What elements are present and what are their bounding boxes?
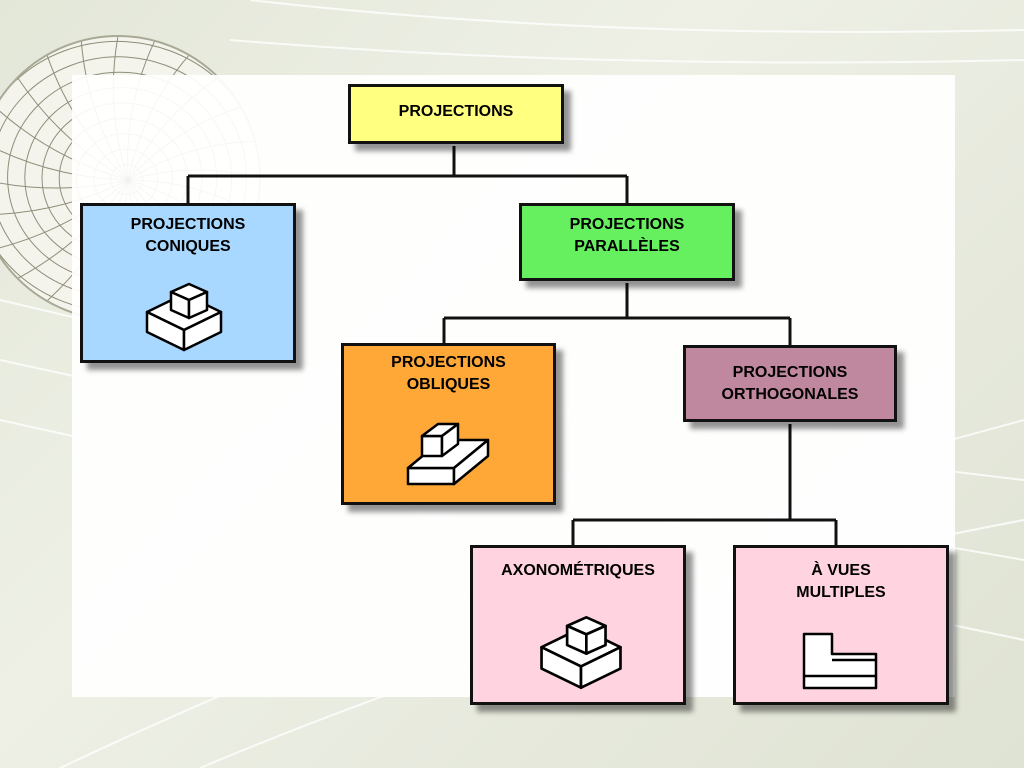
node-paralleles-label: PROJECTIONS PARALLÈLES (569, 216, 685, 255)
oblique-block-icon (406, 422, 490, 486)
node-projections-orthogonales: PROJECTIONS ORTHOGONALES (683, 345, 897, 422)
node-projections-coniques: PROJECTIONS CONIQUES (80, 203, 296, 363)
connector-root-to-level1 (186, 146, 629, 203)
connector-orthogonales-to-level3 (571, 424, 838, 545)
connector-paralleles-to-level2 (442, 283, 792, 345)
isometric-block-icon (145, 282, 223, 352)
node-projections: PROJECTIONS (348, 84, 564, 144)
node-obliques-label: PROJECTIONS OBLIQUES (391, 354, 506, 393)
node-projections-label: PROJECTIONS (398, 103, 514, 120)
node-axonometriques-label: AXONOMÉTRIQUES (501, 562, 655, 579)
node-multiples-label: À VUES MULTIPLES (796, 562, 886, 601)
node-coniques-label: PROJECTIONS CONIQUES (130, 216, 246, 255)
isometric-block-icon (540, 616, 622, 690)
node-projections-obliques: PROJECTIONS OBLIQUES (341, 343, 556, 505)
node-axonometriques: AXONOMÉTRIQUES (470, 545, 686, 705)
node-orthogonales-label: PROJECTIONS ORTHOGONALES (721, 364, 859, 403)
front-view-icon (802, 632, 878, 690)
node-projections-paralleles: PROJECTIONS PARALLÈLES (519, 203, 735, 281)
node-vues-multiples: À VUES MULTIPLES (733, 545, 949, 705)
